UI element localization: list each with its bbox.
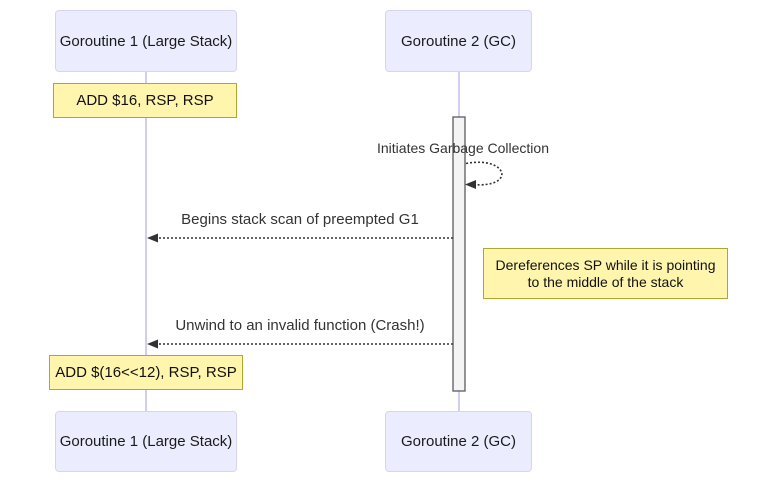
note-add-16-shl-12: ADD $(16<<12), RSP, RSP (49, 355, 243, 390)
participant-goroutine2-bottom-label: Goroutine 2 (GC) (400, 433, 517, 450)
message-arrowhead-stack-scan (147, 233, 158, 243)
self-message-arrow-line (465, 161, 503, 186)
self-message-arrowhead (465, 180, 476, 189)
message-label-stack-scan: Begins stack scan of preempted G1 (181, 211, 419, 228)
note-dereferences-sp: Dereferences SP while it is pointing to … (483, 248, 728, 299)
note-dereferences-sp-line1: Dereferences SP while it is pointing (495, 256, 716, 273)
message-arrowhead-unwind (147, 339, 158, 349)
activation-bar-goroutine2 (452, 116, 466, 392)
participant-goroutine1-bottom: Goroutine 1 (Large Stack) (55, 411, 237, 472)
note-dereferences-sp-line2: to the middle of the stack (527, 273, 684, 290)
participant-goroutine2-top: Goroutine 2 (GC) (385, 10, 532, 72)
participant-goroutine1-top: Goroutine 1 (Large Stack) (55, 10, 237, 72)
participant-goroutine2-top-label: Goroutine 2 (GC) (400, 32, 517, 50)
participant-goroutine1-top-label: Goroutine 1 (Large Stack) (59, 32, 233, 50)
note-add-16-shl-12-text: ADD $(16<<12), RSP, RSP (55, 363, 237, 381)
participant-goroutine2-bottom: Goroutine 2 (GC) (385, 411, 532, 472)
message-label-unwind: Unwind to an invalid function (Crash!) (175, 317, 425, 334)
note-add-16-text: ADD $16, RSP, RSP (76, 91, 214, 109)
note-add-16: ADD $16, RSP, RSP (53, 83, 237, 118)
participant-goroutine1-bottom-label: Goroutine 1 (Large Stack) (59, 433, 233, 450)
message-label-initiates-gc: Initiates Garbage Collection (377, 140, 549, 156)
